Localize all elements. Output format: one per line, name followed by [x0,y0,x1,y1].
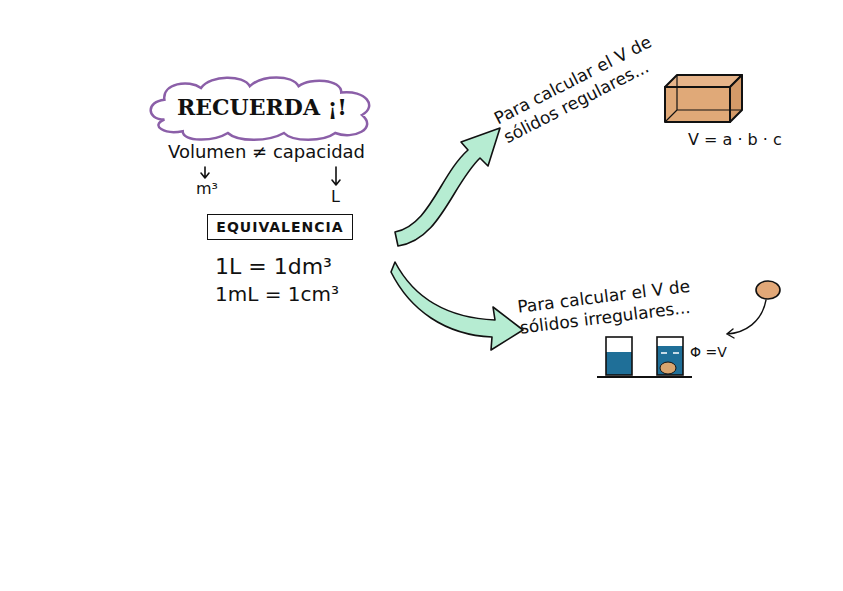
formula-text: V = a · b · c [688,130,782,150]
green-arrow [395,128,500,246]
unit-text: m³ [196,179,218,199]
table-line [597,376,692,378]
node-text: RECUERDA ¡! [177,94,347,120]
equivalence-text: 1mL = 1cm³ [215,282,339,307]
beaker [606,337,632,375]
cloud-outline [151,77,369,139]
leader-arrow [727,300,766,338]
beaker [657,337,683,375]
down-arrow [201,167,209,178]
node-text: EQUIVALENCIA [216,219,343,235]
concept-text: Volumen ≠ capacidad [168,141,365,164]
irregular-solid [756,281,780,299]
equivalence-box: EQUIVALENCIA [207,214,353,240]
green-arrow [391,262,523,350]
equivalence-text: 1L = 1dm³ [215,253,332,281]
cuboid-drawing [665,75,742,122]
down-arrow [332,167,340,185]
method-note: Para calcular el V de sólidos irregulare… [516,271,730,339]
cloud-box: RECUERDA ¡! [140,70,384,142]
unit-text: L [331,187,340,207]
formula-text: Φ =V [690,344,727,362]
method-note: Para calcular el V de sólidos regulares.… [491,24,680,148]
